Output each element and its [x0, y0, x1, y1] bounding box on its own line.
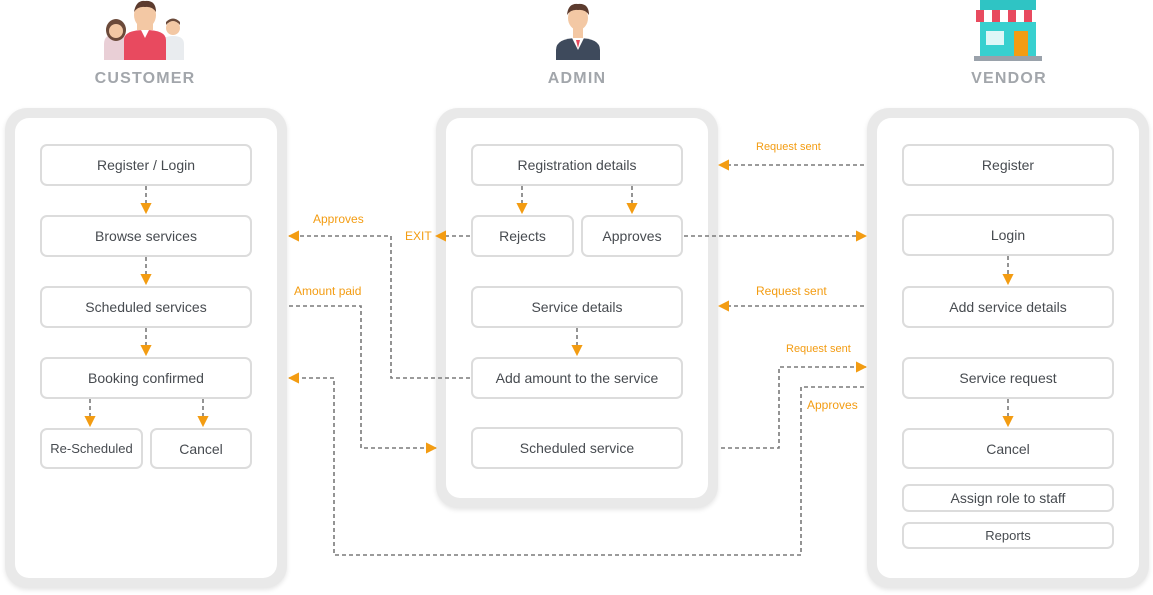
role-heading-customer: CUSTOMER — [94, 70, 196, 87]
node-booking-confirmed[interactable]: Booking confirmed — [40, 357, 252, 399]
edge-label-request-sent-register: Request sent — [756, 141, 821, 153]
edge-label-request-sent-service-details: Request sent — [756, 284, 827, 298]
storefront-icon — [974, 0, 1042, 61]
edge-label-exit: EXIT — [405, 229, 432, 243]
node-service-details[interactable]: Service details — [471, 286, 683, 328]
node-assign-role[interactable]: Assign role to staff — [902, 484, 1114, 512]
people-group-icon — [104, 0, 184, 60]
edge-vendor-approves-customer — [287, 372, 864, 556]
node-add-amount[interactable]: Add amount to the service — [471, 357, 683, 399]
edge-label-approves-customer: Approves — [313, 212, 364, 226]
node-service-request[interactable]: Service request — [902, 357, 1114, 399]
node-vendor-register[interactable]: Register — [902, 144, 1114, 186]
node-rescheduled[interactable]: Re-Scheduled — [40, 428, 143, 469]
businessman-icon — [556, 3, 600, 60]
role-heading-admin: ADMIN — [547, 70, 607, 87]
node-browse-services[interactable]: Browse services — [40, 215, 252, 257]
node-reports[interactable]: Reports — [902, 522, 1114, 549]
node-approves[interactable]: Approves — [581, 215, 683, 257]
edge-amount-paid — [289, 305, 438, 454]
node-customer-cancel[interactable]: Cancel — [150, 428, 252, 469]
node-register-login[interactable]: Register / Login — [40, 144, 252, 186]
node-scheduled-services[interactable]: Scheduled services — [40, 286, 252, 328]
node-rejects[interactable]: Rejects — [471, 215, 574, 257]
edge-admin-approves-customer — [287, 230, 470, 379]
node-vendor-cancel[interactable]: Cancel — [902, 428, 1114, 469]
edge-label-approves-vendor: Approves — [807, 398, 858, 412]
edge-scheduled-service-request — [721, 361, 868, 449]
node-scheduled-service[interactable]: Scheduled service — [471, 427, 683, 469]
edge-label-amount-paid: Amount paid — [294, 284, 362, 298]
node-vendor-login[interactable]: Login — [902, 214, 1114, 256]
edge-label-request-sent-service-request: Request sent — [786, 343, 851, 355]
node-registration-details[interactable]: Registration details — [471, 144, 683, 186]
role-heading-vendor: VENDOR — [971, 70, 1047, 87]
node-add-service-details[interactable]: Add service details — [902, 286, 1114, 328]
